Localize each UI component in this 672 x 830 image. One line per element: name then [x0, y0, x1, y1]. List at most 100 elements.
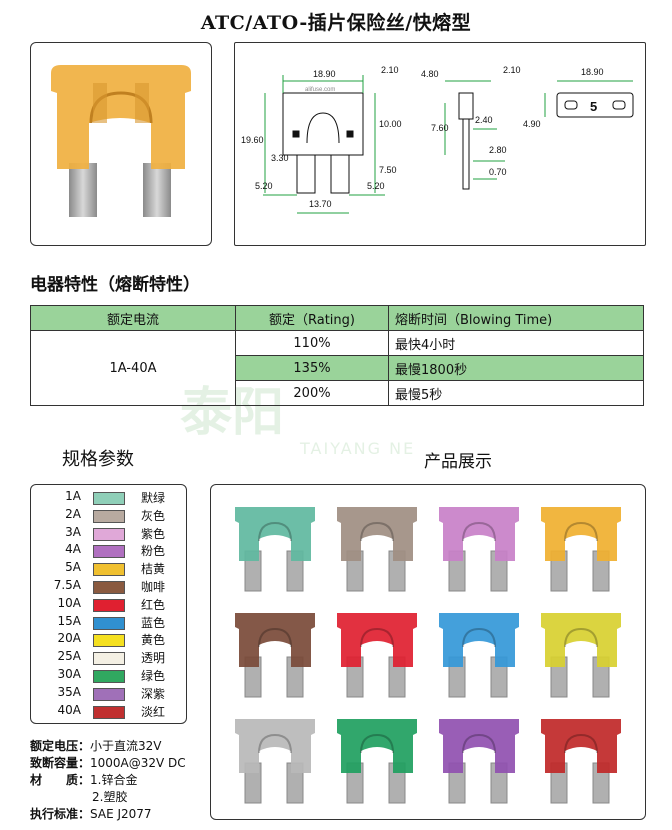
info-line: 执行标准：SAE J2077 [30, 807, 152, 821]
dim-text: 5.20 [367, 181, 385, 191]
color-row: 25A 透明 [31, 649, 186, 666]
table-row: 135% 最慢1800秒 [31, 355, 644, 381]
color-swatch [93, 509, 125, 523]
dim-text: 7.50 [379, 165, 397, 175]
dim-text: 7.60 [431, 123, 449, 133]
rating-cell: 110% [235, 330, 389, 356]
table-row: 200% 最慢5秒 [31, 380, 644, 406]
amp-label: 25A [57, 649, 81, 664]
table-row: 1A-40A 110% 最快4小时 [30, 330, 644, 406]
fuse-photo-frame [30, 42, 212, 246]
column-header: 额定电流 [30, 305, 236, 331]
amp-label: 10A [57, 595, 81, 610]
dim-text: 2.80 [489, 145, 507, 155]
info-line: 致断容量：1000A@32V DC [30, 756, 186, 770]
fuse-image [541, 719, 621, 804]
info-line: 2.塑胶 [92, 790, 128, 804]
color-name: 黄色 [141, 633, 166, 648]
time-cell: 最慢5秒 [388, 380, 644, 406]
column-header: 额定（Rating) [235, 305, 389, 331]
amp-label: 35A [57, 684, 81, 699]
color-name: 桔黄 [141, 562, 166, 577]
showcase-heading: 产品展示 [424, 452, 492, 472]
dim-text: 19.60 [241, 135, 264, 145]
color-swatch [93, 705, 125, 719]
fuse-image [541, 613, 621, 698]
color-swatch [93, 563, 125, 577]
electrical-heading: 电器特性（熔断特性） [30, 275, 200, 295]
color-name: 深紫 [141, 686, 166, 701]
color-swatch [93, 652, 125, 666]
color-swatch [93, 527, 125, 541]
amp-label: 2A [65, 506, 81, 521]
color-row: 2A 灰色 [31, 507, 186, 524]
color-name: 咖啡 [141, 580, 166, 594]
brand-mark: alifuse.com [305, 87, 335, 93]
dim-text: 5.20 [255, 181, 273, 191]
fuse-image [337, 613, 417, 698]
fuse-image [439, 719, 519, 804]
current-range: 1A-40A [30, 330, 236, 406]
amp-label: 20A [57, 631, 81, 646]
amp-label: 3A [65, 524, 81, 539]
info-line: 额定电压：小于直流32V [30, 739, 162, 753]
color-swatch [93, 581, 125, 594]
color-name: 红色 [141, 597, 166, 612]
dimension-drawing: 18.90 2.10 19.60 10.00 7.50 3.30 5.20 5.… [241, 65, 634, 214]
color-row: 10A 红色 [31, 596, 186, 613]
fuse-image [337, 507, 417, 592]
color-swatch [93, 634, 125, 648]
fuse-image [439, 507, 519, 592]
color-swatch [93, 670, 125, 683]
color-name: 透明 [141, 651, 166, 666]
color-row: 7.5A 咖啡 [31, 578, 186, 595]
technical-drawing: 18.90 2.10 19.60 10.00 7.50 3.30 5.20 5.… [234, 42, 646, 246]
color-row: 30A 绿色 [31, 667, 186, 684]
dim-text: 4.90 [523, 119, 541, 129]
dim-text: 2.10 [381, 65, 399, 75]
color-swatch [93, 492, 125, 505]
amp-label: 4A [65, 542, 81, 557]
dim-text: 18.90 [581, 67, 604, 77]
amp-label: 40A [57, 702, 81, 717]
amp-label: 1A [65, 489, 81, 503]
column-header: 熔断时间（Blowing Time) [388, 305, 644, 331]
rating-cell: 200% [235, 380, 389, 406]
color-swatch [93, 545, 125, 559]
table-header-row: 额定电流 额定（Rating) 熔断时间（Blowing Time) [30, 305, 644, 331]
page-title: ATC/ATO-插片保险丝/快熔型 [200, 12, 472, 34]
time-cell: 最快4小时 [388, 330, 644, 356]
color-name: 灰色 [141, 508, 166, 523]
color-name: 蓝色 [141, 615, 166, 630]
color-row: 20A 黄色 [31, 631, 186, 648]
color-name: 绿色 [141, 669, 166, 683]
amp-label: 30A [57, 667, 81, 681]
fuse-image [235, 507, 315, 592]
amp-label: 7.5A [53, 578, 81, 592]
fuse-image [337, 719, 417, 804]
rating-cell: 135% [235, 355, 389, 381]
product-gallery [210, 484, 646, 820]
fuse-image [235, 613, 315, 698]
dim-text: 2.10 [503, 65, 521, 75]
rating-mark: 5 [590, 99, 597, 114]
blowing-time-table: 额定电流 额定（Rating) 熔断时间（Blowing Time) 1A-40… [30, 305, 644, 406]
color-name: 粉色 [141, 544, 166, 559]
color-row: 35A 深紫 [31, 685, 186, 702]
time-cell: 最慢1800秒 [388, 355, 644, 381]
dim-text: 0.70 [489, 167, 507, 177]
color-swatch [93, 598, 125, 612]
spec-info: 额定电压：小于直流32V 致断容量：1000A@32V DC 材 质：1.锌合金… [30, 738, 186, 823]
amp-label: 15A [57, 613, 81, 628]
specs-heading: 规格参数 [62, 449, 134, 470]
fuse-image [541, 507, 621, 592]
color-swatch [93, 616, 125, 630]
color-row: 4A 粉色 [31, 542, 186, 559]
color-swatch [93, 687, 125, 701]
fuse-image [235, 719, 315, 804]
